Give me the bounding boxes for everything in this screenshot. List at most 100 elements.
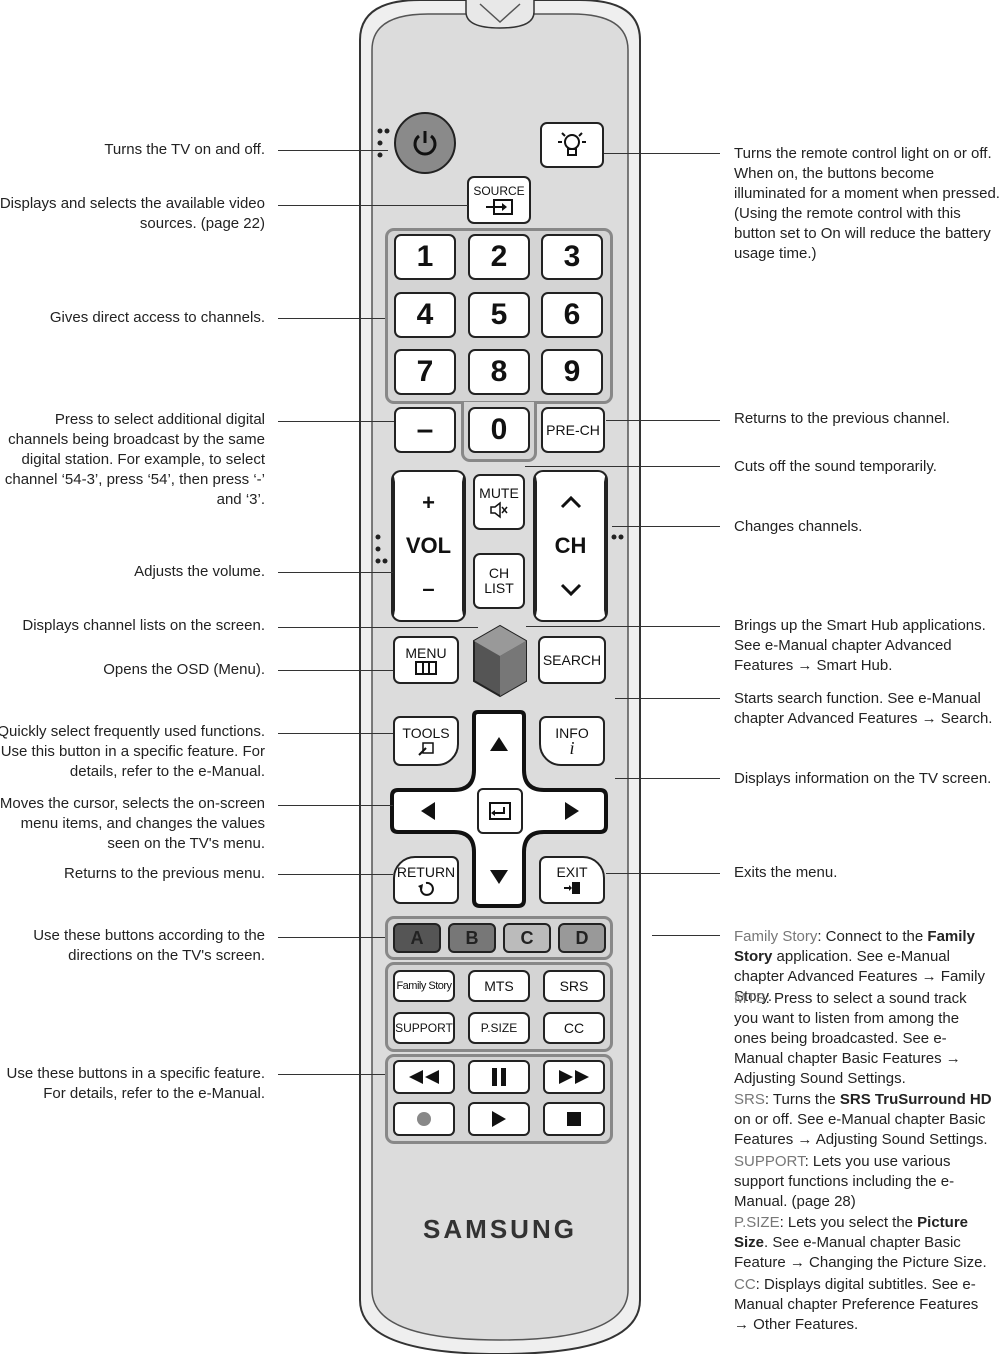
power-button[interactable] bbox=[394, 112, 456, 174]
channel-rocker[interactable]: CH bbox=[535, 472, 606, 620]
psize-text-pre: : Lets you select the bbox=[779, 1214, 918, 1231]
srs-text-post: on or off. See e-Manual chapter Basic Fe… bbox=[734, 1111, 988, 1148]
pause-button[interactable] bbox=[468, 1060, 530, 1094]
digit-2-button[interactable]: 2 bbox=[468, 234, 530, 280]
smart-hub-button[interactable] bbox=[474, 626, 526, 696]
search-button[interactable]: SEARCH bbox=[538, 636, 606, 684]
info-label: INFO bbox=[555, 725, 589, 741]
cc-text: : Displays digital subtitles. See e-Manu… bbox=[734, 1276, 979, 1333]
dpad-down-button[interactable] bbox=[478, 850, 520, 904]
rewind-icon bbox=[409, 1070, 439, 1084]
menu-button[interactable]: MENU bbox=[393, 636, 459, 684]
rewind-button[interactable] bbox=[393, 1060, 455, 1094]
source-callout: Displays and selects the available video… bbox=[0, 195, 265, 232]
digit-6-button[interactable]: 6 bbox=[541, 292, 603, 338]
mute-button[interactable]: MUTE bbox=[473, 474, 525, 530]
psize-callout: P.SIZE: Lets you select the Picture Size… bbox=[734, 1213, 990, 1273]
arrow-down-icon bbox=[490, 870, 508, 884]
light-button[interactable] bbox=[540, 122, 604, 168]
digit-6-label: 6 bbox=[563, 298, 581, 331]
psize-term: P.SIZE bbox=[734, 1214, 780, 1231]
dpad-right-button[interactable] bbox=[540, 792, 604, 830]
channel-up-icon bbox=[560, 495, 581, 508]
dpad-left-button[interactable] bbox=[396, 792, 460, 830]
digit-4-label: 4 bbox=[416, 298, 434, 331]
record-button[interactable] bbox=[393, 1102, 455, 1136]
tools-button[interactable]: TOOLS bbox=[393, 716, 459, 766]
digit-1-label: 1 bbox=[416, 240, 434, 273]
exit-callout: Exits the menu. bbox=[734, 864, 838, 881]
menu-label: MENU bbox=[405, 644, 447, 661]
smarthub-callout: Brings up the Smart Hub applications. Se… bbox=[734, 617, 986, 674]
digit-0-button[interactable]: 0 bbox=[468, 407, 530, 453]
mts-button[interactable]: MTS bbox=[468, 970, 530, 1002]
channel-label: CH bbox=[554, 532, 587, 558]
color-d-button[interactable]: D bbox=[558, 923, 606, 953]
power-callout: Turns the TV on and off. bbox=[104, 141, 265, 158]
digit-8-button[interactable]: 8 bbox=[468, 349, 530, 395]
info-button[interactable]: INFO i bbox=[539, 716, 605, 766]
cc-callout: CC: Displays digital subtitles. See e-Ma… bbox=[734, 1275, 996, 1335]
return-arrow-icon bbox=[418, 881, 434, 896]
record-icon bbox=[417, 1112, 431, 1126]
source-label: SOURCE bbox=[473, 184, 525, 198]
stop-button[interactable] bbox=[543, 1102, 605, 1136]
prech-button[interactable]: PRE-CH bbox=[541, 407, 605, 453]
volume-down-label: – bbox=[422, 575, 435, 601]
digit-5-button[interactable]: 5 bbox=[468, 292, 530, 338]
arrow-up-icon bbox=[490, 737, 508, 751]
info-callout: Displays information on the TV screen. bbox=[734, 770, 992, 787]
chlist-label-2: LIST bbox=[484, 580, 514, 596]
enter-button[interactable] bbox=[477, 788, 523, 834]
dpad-up-button[interactable] bbox=[478, 716, 520, 772]
family-story-term: Family Story bbox=[734, 928, 818, 945]
family-story-button[interactable]: Family Story bbox=[393, 970, 455, 1002]
dash-button[interactable]: – bbox=[394, 407, 456, 453]
psize-button[interactable]: P.SIZE bbox=[468, 1012, 530, 1044]
exit-label: EXIT bbox=[556, 863, 588, 880]
color-a-label: A bbox=[410, 927, 424, 948]
return-button[interactable]: RETURN bbox=[393, 856, 459, 904]
playback-callout: Use these buttons in a specific feature.… bbox=[6, 1065, 265, 1102]
srs-text-pre: : Turns the bbox=[764, 1091, 840, 1108]
samsung-logo: SAMSUNG bbox=[423, 1214, 577, 1244]
prech-label: PRE-CH bbox=[546, 422, 600, 438]
srs-button[interactable]: SRS bbox=[543, 970, 605, 1002]
cc-term: CC bbox=[734, 1276, 756, 1293]
play-icon bbox=[492, 1111, 506, 1127]
cursor-callout: Moves the cursor, selects the on-screen … bbox=[0, 795, 265, 852]
play-button[interactable] bbox=[468, 1102, 530, 1136]
source-button[interactable]: SOURCE bbox=[467, 176, 531, 224]
exit-door-icon bbox=[564, 881, 580, 894]
color-a-button[interactable]: A bbox=[393, 923, 441, 953]
volume-callout: Adjusts the volume. bbox=[134, 563, 265, 580]
ch-callout: Changes channels. bbox=[734, 518, 863, 535]
cc-label: CC bbox=[563, 1020, 585, 1036]
color-b-button[interactable]: B bbox=[448, 923, 496, 953]
digit-9-button[interactable]: 9 bbox=[541, 349, 603, 395]
srs-text-bold: SRS TruSurround HD bbox=[839, 1091, 992, 1108]
stop-icon bbox=[567, 1112, 581, 1126]
search-callout: Starts search function. See e-Manual cha… bbox=[734, 690, 993, 727]
family-story-callout: Family Story: Connect to the Family Stor… bbox=[734, 927, 1002, 1007]
digit-7-button[interactable]: 7 bbox=[394, 349, 456, 395]
digit-3-button[interactable]: 3 bbox=[541, 234, 603, 280]
digit-4-button[interactable]: 4 bbox=[394, 292, 456, 338]
srs-callout: SRS: Turns the SRS TruSurround HD on or … bbox=[734, 1090, 992, 1150]
color-c-button[interactable]: C bbox=[503, 923, 551, 953]
menu-callout: Opens the OSD (Menu). bbox=[103, 661, 265, 678]
color-c-label: C bbox=[520, 927, 534, 948]
chlist-callout: Displays channel lists on the screen. bbox=[22, 617, 265, 634]
fast-forward-button[interactable] bbox=[543, 1060, 605, 1094]
mts-text: : Press to select a sound track you want… bbox=[734, 990, 967, 1087]
menu-grid-icon bbox=[415, 660, 437, 675]
volume-rocker[interactable]: + VOL – bbox=[393, 472, 464, 620]
digit-0-label: 0 bbox=[490, 413, 508, 446]
mute-label: MUTE bbox=[479, 484, 519, 501]
chlist-button[interactable]: CH LIST bbox=[473, 553, 525, 609]
exit-button[interactable]: EXIT bbox=[539, 856, 605, 904]
channel-down-icon bbox=[560, 584, 581, 597]
cc-button[interactable]: CC bbox=[543, 1012, 605, 1044]
support-button[interactable]: SUPPORT bbox=[393, 1012, 455, 1044]
digit-1-button[interactable]: 1 bbox=[394, 234, 456, 280]
